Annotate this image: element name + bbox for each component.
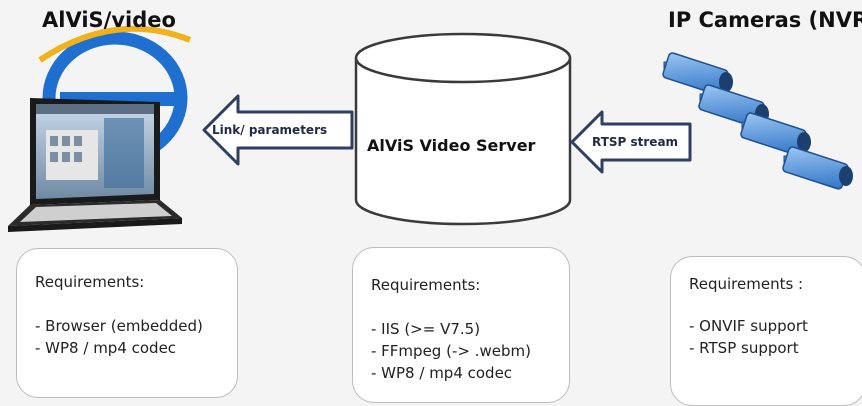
requirements-list: - IIS (>= V7.5) - FFmpeg (-> .webm) - WP… [371,318,555,384]
server-label: AlViS Video Server [367,136,536,155]
database-cylinder-icon [354,32,572,226]
requirement-item: - ONVIF support [689,317,808,335]
requirement-item: - Browser (embedded) [35,317,203,335]
cameras-title: IP Cameras (NVR) [668,8,862,32]
link-parameters-label: Link/ parameters [212,123,328,137]
link-parameters-arrow [202,94,354,166]
client-requirements-box: Requirements: - Browser (embedded) - WP8… [16,248,238,398]
requirement-item: - RTSP support [689,339,799,357]
requirements-list: - ONVIF support - RTSP support [689,315,851,359]
requirement-item: - IIS (>= V7.5) [371,320,481,338]
camera-requirements-box: Requirements : - ONVIF support - RTSP su… [670,256,862,406]
requirements-heading: Requirements: [35,273,145,291]
ip-camera-icon [662,52,733,96]
requirement-item: - WP8 / mp4 codec [371,364,513,382]
ip-camera-icon [782,146,853,190]
requirement-item: - FFmpeg (-> .webm) [371,342,531,360]
requirements-heading: Requirements: [371,276,481,294]
requirements-list: - Browser (embedded) - WP8 / mp4 codec [35,315,223,359]
laptop-icon [8,98,182,232]
rtsp-stream-label: RTSP stream [592,135,679,149]
requirement-item: - WP8 / mp4 codec [35,339,177,357]
ip-camera-icon [740,112,811,156]
server-requirements-box: Requirements: - IIS (>= V7.5) - FFmpeg (… [352,247,570,403]
requirements-heading: Requirements : [689,275,804,293]
rtsp-stream-arrow [570,110,692,174]
client-title: AlViS/video [42,8,176,32]
